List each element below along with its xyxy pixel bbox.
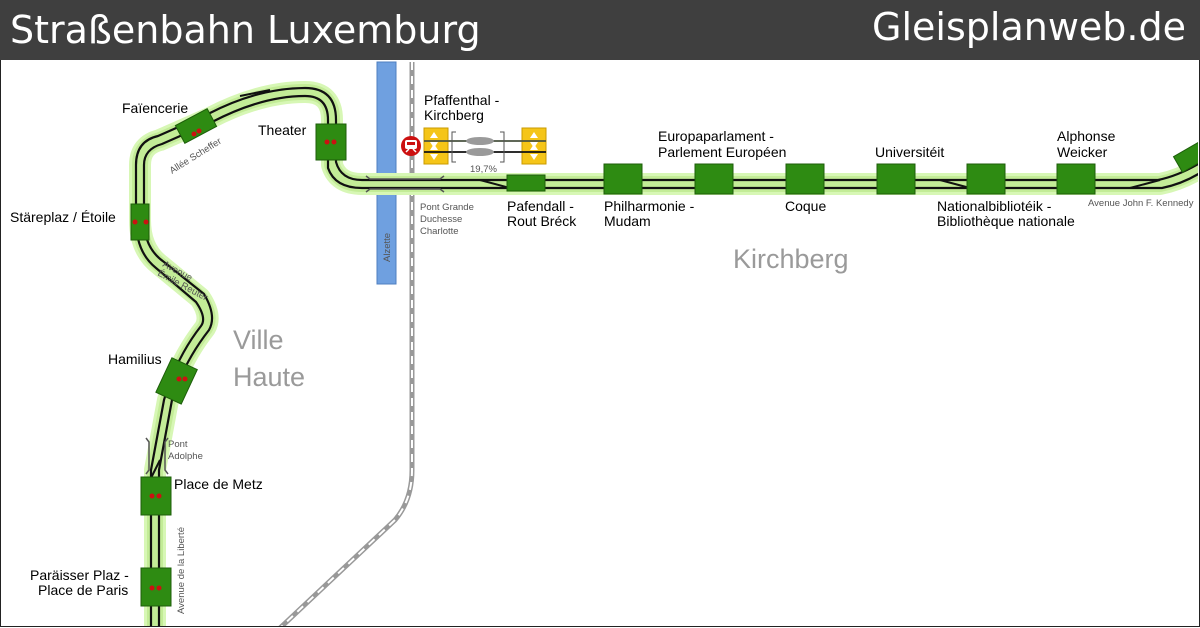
district-kirchberg: Kirchberg bbox=[733, 244, 849, 274]
label-funicular-gradient: 19,7% bbox=[470, 164, 497, 175]
label-europaparlament-1: Europaparlament - bbox=[658, 128, 774, 144]
platform-stareplaz bbox=[130, 203, 150, 241]
label-nationalbib-2: Bibliothèque nationale bbox=[937, 213, 1075, 229]
district-ville-haute-1: Ville bbox=[233, 325, 284, 355]
district-ville-haute-2: Haute bbox=[233, 362, 305, 392]
crossovers bbox=[149, 89, 1161, 481]
tram-line-glow bbox=[129, 81, 1198, 626]
label-pont-gdc-3: Charlotte bbox=[420, 226, 459, 237]
platform-universiteit bbox=[876, 163, 916, 195]
platform-hamilius bbox=[155, 357, 198, 405]
tram-track bbox=[134, 86, 1198, 626]
stop-markers bbox=[132, 128, 337, 591]
platform-philharmonie bbox=[603, 163, 643, 195]
label-avenue-kennedy: Avenue John F. Kennedy bbox=[1088, 198, 1194, 209]
platform-place-de-paris bbox=[140, 567, 172, 607]
label-pafendall-1: Pafendall - bbox=[507, 198, 574, 214]
label-alphonse-1: Alphonse bbox=[1057, 128, 1116, 144]
label-pont-gdc-2: Duchesse bbox=[420, 214, 462, 225]
platform-coque bbox=[785, 163, 825, 195]
label-paraisser-1: Paräisser Plaz - bbox=[30, 567, 129, 583]
pont-gdc-bridge bbox=[365, 175, 445, 193]
label-coque: Coque bbox=[785, 198, 826, 214]
platform-place-de-metz bbox=[140, 476, 172, 516]
platforms bbox=[130, 108, 1198, 607]
tram-line-glow-edge bbox=[132, 84, 1198, 626]
platform-pafendall bbox=[506, 174, 546, 192]
label-hamilius: Hamilius bbox=[108, 351, 162, 367]
label-nationalbib-1: Nationalbibliotéik - bbox=[937, 198, 1052, 214]
site-name: Gleisplanweb.de bbox=[872, 5, 1186, 49]
pont-adolphe-bridge bbox=[145, 437, 169, 475]
funicular-icon bbox=[401, 136, 421, 156]
header-bar: Straßenbahn Luxemburg Gleisplanweb.de bbox=[0, 0, 1200, 60]
label-alphonse-2: Weicker bbox=[1057, 144, 1108, 160]
label-pont-gdc-1: Pont Grande bbox=[420, 202, 474, 213]
platform-nationalbib bbox=[966, 163, 1006, 195]
funicular-platform-west bbox=[423, 127, 449, 165]
label-paraisser-2: Place de Paris bbox=[38, 582, 128, 598]
label-stareplaz: Stäreplaz / Étoile bbox=[10, 209, 116, 225]
railway-line bbox=[278, 62, 415, 626]
label-europaparlament-2: Parlement Européen bbox=[658, 144, 786, 160]
platform-theater bbox=[315, 123, 347, 161]
label-place-de-metz: Place de Metz bbox=[174, 476, 263, 492]
river-label: Alzette bbox=[382, 233, 393, 262]
label-pfaffenthal-2: Kirchberg bbox=[424, 107, 484, 123]
label-pont-adolphe-2: Adolphe bbox=[168, 451, 203, 462]
platform-alphonse-weicker bbox=[1056, 163, 1096, 195]
label-pafendall-2: Rout Bréck bbox=[507, 213, 577, 229]
page-title: Straßenbahn Luxemburg bbox=[10, 8, 481, 52]
platform-europaparlament bbox=[694, 163, 734, 195]
label-philharmonie-1: Philharmonie - bbox=[604, 198, 695, 214]
funicular-pfaffenthal bbox=[423, 127, 547, 165]
label-universiteit: Universitéit bbox=[875, 144, 944, 160]
label-philharmonie-2: Mudam bbox=[604, 213, 651, 229]
platform-faiencerie bbox=[174, 108, 218, 144]
label-pfaffenthal-1: Pfaffenthal - bbox=[424, 92, 500, 108]
label-theater: Theater bbox=[258, 122, 307, 138]
label-faiencerie: Faïencerie bbox=[122, 100, 188, 116]
platform-next bbox=[1172, 141, 1198, 173]
label-pont-adolphe-1: Pont bbox=[168, 439, 188, 450]
label-avenue-liberte: Avenue de la Liberté bbox=[176, 527, 187, 614]
